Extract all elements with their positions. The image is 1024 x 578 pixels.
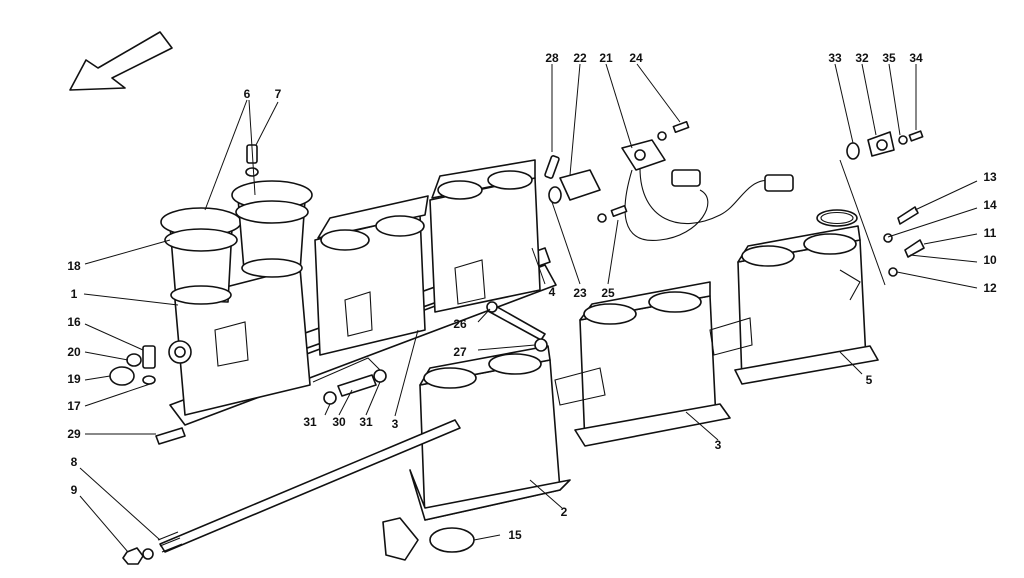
parts-30-31 <box>323 369 387 405</box>
link-rod-26 <box>486 301 548 352</box>
label-32: 32 <box>855 51 869 65</box>
label-7: 7 <box>275 87 282 101</box>
label-34: 34 <box>909 51 923 65</box>
pressure-sensor-group <box>846 130 924 160</box>
label-6: 6 <box>244 87 251 101</box>
label-12: 12 <box>983 281 997 295</box>
label-9: 9 <box>71 483 78 497</box>
throttle-shaft <box>122 419 461 565</box>
label-15: 15 <box>508 528 522 542</box>
label-33: 33 <box>828 51 842 65</box>
leader-lines <box>79 63 978 553</box>
label-13: 13 <box>983 170 997 184</box>
label-19: 19 <box>67 372 81 386</box>
label-5: 5 <box>866 373 873 387</box>
label-18: 18 <box>67 259 81 273</box>
callout-labels: 6 7 18 1 16 20 19 17 29 8 9 31 30 31 3 4… <box>67 51 997 542</box>
label-24: 24 <box>629 51 643 65</box>
label-27: 27 <box>453 345 467 359</box>
label-3b: 3 <box>715 438 722 452</box>
label-31a: 31 <box>303 415 317 429</box>
label-14: 14 <box>983 198 997 212</box>
label-30: 30 <box>332 415 346 429</box>
label-28: 28 <box>545 51 559 65</box>
right-intake-manifold <box>409 225 879 521</box>
left-intake-manifold <box>160 159 557 426</box>
label-3a: 3 <box>392 417 399 431</box>
label-11: 11 <box>984 226 997 240</box>
label-10: 10 <box>983 253 997 267</box>
fittings-right <box>816 206 925 277</box>
label-26: 26 <box>453 317 467 331</box>
label-35: 35 <box>882 51 896 65</box>
label-21: 21 <box>599 51 613 65</box>
label-17: 17 <box>67 399 81 413</box>
label-16: 16 <box>67 315 81 329</box>
label-29: 29 <box>67 427 81 441</box>
direction-arrow-icon <box>69 31 173 91</box>
label-4: 4 <box>549 285 556 299</box>
seal-15 <box>382 517 475 561</box>
label-25: 25 <box>601 286 615 300</box>
label-2: 2 <box>561 505 568 519</box>
label-1: 1 <box>71 287 78 301</box>
rod-29 <box>155 427 186 445</box>
throttle-position-sensor <box>544 120 794 241</box>
label-23: 23 <box>573 286 587 300</box>
label-8: 8 <box>71 455 78 469</box>
label-20: 20 <box>67 345 81 359</box>
label-31b: 31 <box>359 415 373 429</box>
label-22: 22 <box>573 51 587 65</box>
